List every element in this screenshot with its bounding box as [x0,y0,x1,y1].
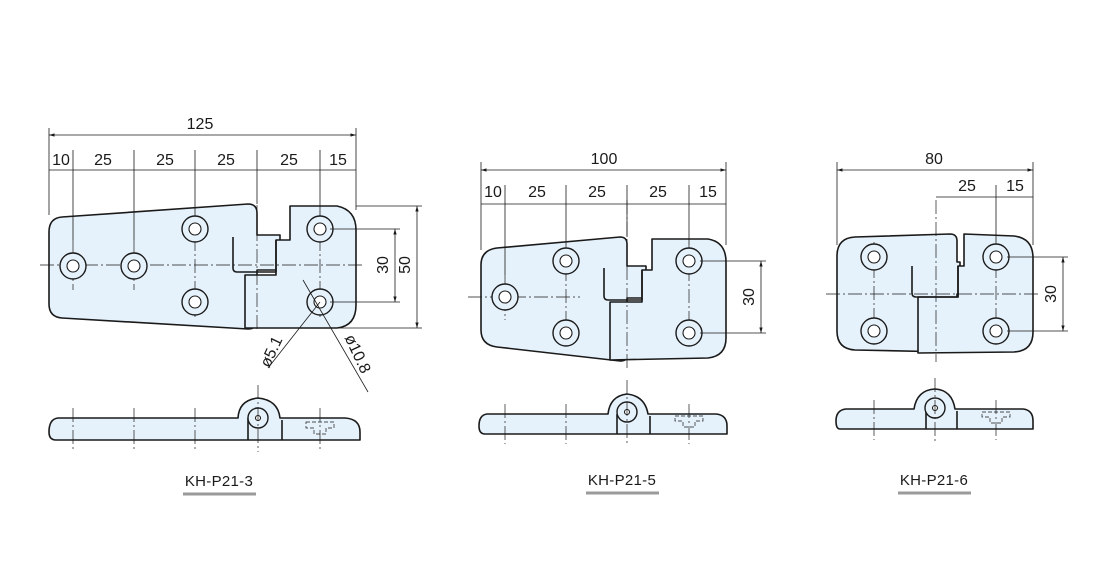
hinge-3-side-view [835,378,1034,442]
hinge-2-spacing-1: 10 [484,184,502,201]
hinge-3-model-label: KH-P21-6 [900,472,968,489]
hinge-1-spacing-5: 25 [280,152,298,169]
hinge-1-spacing-2: 25 [94,152,112,169]
hinge-3-holes [860,243,1010,345]
hinge-1-spacing-6: 15 [329,152,347,169]
hinge-kh-p21-5: 100 10 25 25 25 15 30 KH-P21-5 [468,151,766,495]
hinge-2-pitch-30: 30 [741,288,758,306]
hinge-kh-p21-3: 125 10 25 25 25 25 15 30 50 ø5.1 ø10.8 [40,116,422,496]
hinge-kh-p21-6: 80 25 15 30 KH-P21-6 [826,151,1068,495]
hinge-3-overall-width: 80 [925,151,943,168]
hinge-1-model-label: KH-P21-3 [185,473,253,490]
hinge-3-spacing-1: 25 [958,178,976,195]
hinge-2-side-view [478,380,728,446]
hinge-2-spacing-3: 25 [588,184,606,201]
hinge-2-model-label: KH-P21-5 [588,472,656,489]
hinge-1-spacing-4: 25 [217,152,235,169]
hinge-1-holes [59,215,334,316]
hinge-2-holes [491,247,703,347]
hinge-3-pitch-30: 30 [1043,285,1060,303]
hinge-3-spacing-2: 15 [1006,178,1024,195]
hinge-1-dia-small: ø5.1 [257,334,286,370]
hinge-2-spacing-5: 15 [699,184,717,201]
hinge-1-spacing-1: 10 [52,152,70,169]
hinge-1-height-50: 50 [397,256,414,274]
hinge-1-side-view [48,385,361,452]
hinge-1-spacing-3: 25 [156,152,174,169]
hinge-2-spacing-4: 25 [649,184,667,201]
hinge-2-spacing-2: 25 [528,184,546,201]
hinge-1-overall-width: 125 [187,116,214,133]
hinge-2-overall-width: 100 [591,151,618,168]
hinge-1-left-leaf [48,203,281,330]
hinge-1-pitch-30: 30 [375,256,392,274]
